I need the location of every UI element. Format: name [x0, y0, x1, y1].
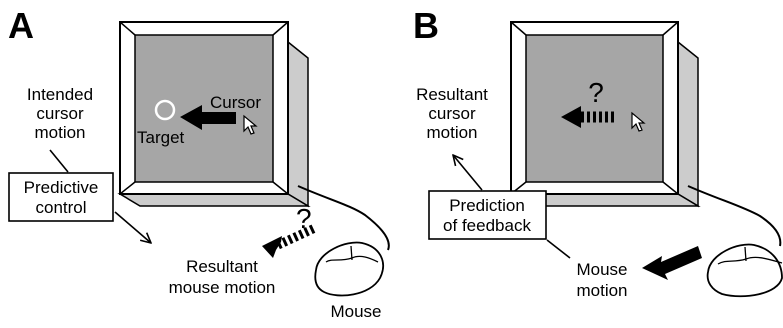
- target-circle: [154, 99, 176, 121]
- mouse-question-mark: ?: [296, 203, 312, 234]
- predictive-box-line2: control: [35, 198, 86, 217]
- monitor-b-screen: [525, 34, 664, 183]
- prediction-box-line1: Prediction: [449, 196, 525, 215]
- intended-label-line1: Intended: [27, 85, 93, 104]
- resultant-mouse-line2: mouse motion: [169, 278, 276, 297]
- prediction-box-line2: of feedback: [443, 216, 531, 235]
- mouse-label: Mouse: [330, 302, 381, 321]
- resultant-cursor-line2: cursor: [428, 104, 476, 123]
- panel-a-letter: A: [8, 5, 34, 46]
- monitor-a-side: [287, 40, 309, 208]
- mouse-b-icon: [706, 243, 783, 298]
- intended-connector: [49, 149, 69, 173]
- resultant-mouse-line1: Resultant: [186, 257, 258, 276]
- monitor-a-bottom: [117, 193, 311, 207]
- predicted-cursor-arrow: [561, 106, 616, 128]
- intended-label-line2: cursor: [36, 104, 84, 123]
- monitor-b: [508, 21, 701, 208]
- mouse-motion-line1: Mouse: [576, 260, 627, 279]
- resultant-cursor-line3: motion: [426, 123, 477, 142]
- mouse-a-icon: [314, 241, 384, 297]
- cursor-pointer-icon: [243, 114, 258, 135]
- monitor-a: [117, 21, 311, 208]
- predictive-box-line1: Predictive: [24, 178, 99, 197]
- uncertain-mouse-arrow: [262, 223, 317, 258]
- predictive-control-box: [8, 172, 114, 222]
- intended-label-line3: motion: [34, 123, 85, 142]
- resultant-cursor-line1: Resultant: [416, 85, 488, 104]
- predictive-output-arrow: [114, 211, 151, 243]
- feedback-output-arrow: [453, 155, 483, 191]
- panel-b-letter: B: [413, 5, 439, 46]
- screen-question-mark: ?: [588, 77, 604, 108]
- mouse-motion-connector: [546, 239, 571, 259]
- mouse-cable-a: [297, 185, 390, 251]
- target-label: Target: [137, 128, 185, 147]
- mouse-motion-line2: motion: [576, 281, 627, 300]
- monitor-a-screen: [134, 34, 274, 183]
- cursor-label: Cursor: [210, 93, 261, 112]
- cursor-pointer-b-icon: [631, 111, 646, 132]
- prediction-feedback-box: [428, 190, 547, 240]
- intended-cursor-arrow: [180, 105, 236, 130]
- panel-a: A Cursor Target Intended cursor motion: [8, 5, 390, 321]
- mouse-cable-b: [687, 185, 782, 247]
- panel-b: B ? Resultant cursor motion Predict: [413, 5, 783, 300]
- mouse-motion-arrow: [642, 246, 702, 280]
